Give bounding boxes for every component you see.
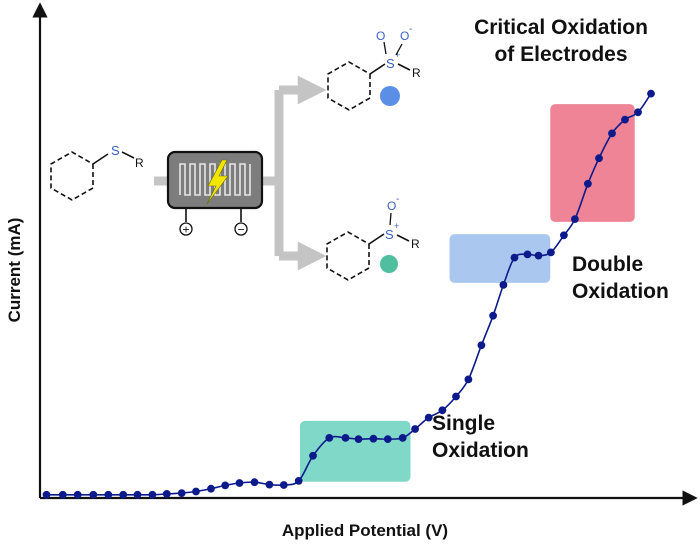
data-point-25: [411, 425, 419, 433]
data-point-36: [547, 248, 555, 257]
data-point-0: [42, 490, 51, 499]
sulfone-product: S + O O - R: [327, 24, 421, 111]
lightning-bolt-icon: [206, 159, 229, 205]
sulfone-r-label: R: [412, 66, 421, 80]
sulfur-label: S: [111, 143, 120, 158]
data-point-2: [73, 490, 82, 499]
data-point-10: [192, 487, 200, 496]
thioether-reactant: S R: [50, 143, 144, 201]
data-point-28: [452, 392, 460, 401]
data-point-39: [584, 179, 592, 188]
sulfone-sulfur-label: S: [386, 56, 395, 71]
sulfoxide-sulfur-charge: +: [394, 221, 399, 231]
data-point-6: [133, 490, 142, 499]
sulfoxide-oxygen: O: [387, 199, 396, 213]
data-point-19: [325, 434, 334, 442]
reaction-scheme: S R + − S + O O - R: [50, 24, 421, 281]
sulfone-oxygen-1: O: [376, 29, 385, 43]
data-point-23: [383, 435, 392, 443]
data-point-11: [207, 484, 215, 493]
data-point-42: [621, 115, 629, 124]
data-point-17: [294, 477, 303, 485]
data-point-29: [464, 375, 473, 384]
data-point-15: [265, 480, 274, 489]
data-point-44: [647, 89, 655, 98]
positive-terminal-label: +: [182, 223, 189, 237]
flow-arrows: [154, 75, 327, 271]
sulfoxide-sulfur-label: S: [385, 227, 394, 242]
sulfoxide-r-label: R: [411, 237, 420, 251]
data-point-14: [250, 478, 259, 487]
data-point-31: [489, 311, 497, 320]
data-point-26: [424, 413, 433, 422]
x-axis-label: Applied Potential (V): [282, 521, 448, 540]
data-point-8: [162, 490, 171, 498]
flow-reactor-icon: + −: [166, 150, 264, 237]
data-point-3: [89, 490, 98, 499]
y-axis-label: Current (mA): [5, 218, 24, 323]
data-point-20: [341, 434, 350, 442]
sulfoxide-marker: [380, 255, 398, 273]
data-point-18: [309, 451, 317, 460]
data-point-9: [177, 489, 186, 497]
sulfone-oxygen-2: O: [400, 29, 409, 43]
negative-terminal-icon: [234, 222, 248, 236]
data-point-4: [104, 490, 113, 499]
data-point-24: [398, 434, 407, 442]
sulfone-sulfur-charge: +: [395, 50, 400, 60]
data-point-1: [58, 490, 67, 499]
data-point-41: [608, 129, 616, 138]
negative-terminal-label: −: [237, 223, 244, 237]
sulfoxide-product: S + O - R: [326, 194, 420, 281]
data-point-37: [560, 231, 568, 240]
data-point-35: [534, 251, 543, 260]
data-point-5: [119, 490, 128, 499]
data-point-12: [221, 481, 230, 490]
data-point-43: [634, 108, 642, 117]
sulfone-marker: [380, 86, 400, 106]
data-point-27: [438, 406, 447, 415]
region-double-oxidation: [449, 234, 551, 283]
data-point-22: [369, 434, 378, 443]
data-point-32: [499, 281, 508, 289]
data-point-16: [279, 481, 288, 489]
sulfone-oxygen-charge: -: [409, 24, 412, 35]
positive-terminal-icon: [179, 222, 193, 236]
data-point-30: [477, 341, 486, 350]
data-point-21: [354, 435, 363, 443]
data-point-34: [523, 250, 532, 259]
series-points: [42, 89, 655, 499]
data-point-38: [571, 215, 579, 224]
data-point-13: [235, 479, 244, 487]
data-point-40: [595, 154, 603, 163]
sulfoxide-oxygen-charge: -: [396, 194, 399, 205]
data-point-33: [510, 253, 519, 262]
data-point-7: [148, 490, 157, 499]
r-group-label: R: [135, 156, 144, 170]
